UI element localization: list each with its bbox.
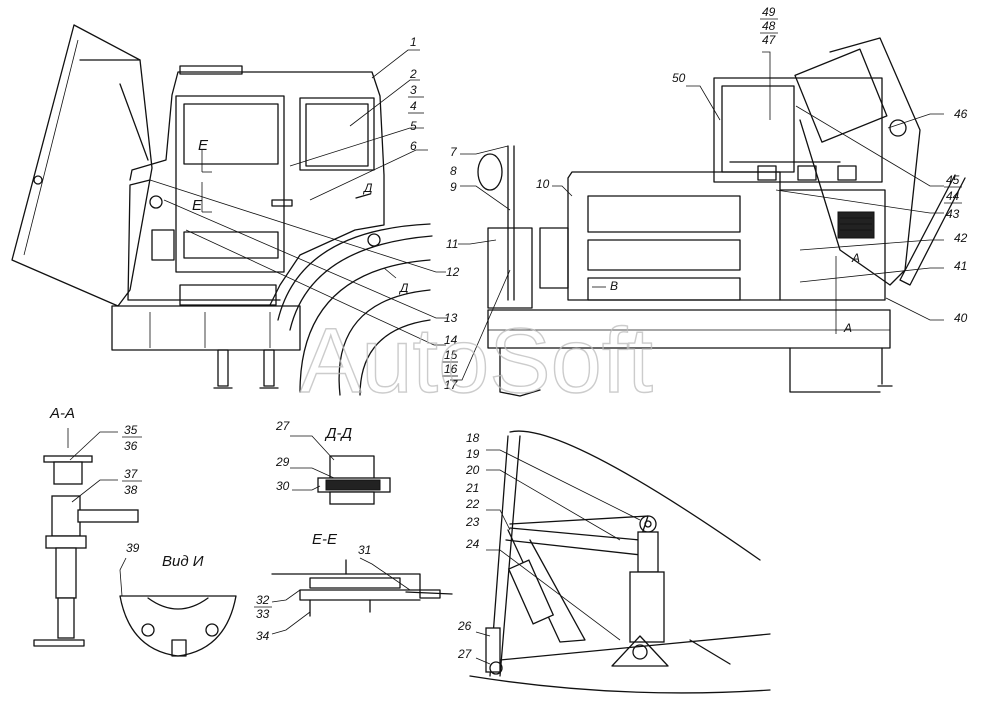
section-ee-title: Е-Е	[312, 531, 338, 548]
callout-8: 8	[450, 164, 457, 178]
marker-e-upper: Е	[198, 137, 209, 154]
callout-17: 17	[444, 378, 459, 392]
callout-40: 40	[954, 311, 968, 325]
callout-15: 15	[444, 348, 458, 362]
callout-44: 44	[946, 189, 960, 203]
callout-18: 18	[466, 431, 480, 445]
callout-43: 43	[946, 207, 960, 221]
callout-45: 45	[946, 173, 960, 187]
view-i: Вид И	[119, 553, 237, 657]
section-dd-title: Д-Д	[324, 425, 353, 442]
tilt-mechanism	[469, 430, 771, 694]
callout-33: 33	[256, 607, 270, 621]
callout-labels: 1 2 3 4 5 6 7 8 9 10 11 12 13 14 15 16 1…	[122, 5, 968, 661]
callout-41: 41	[954, 259, 967, 273]
callout-29: 29	[275, 455, 290, 469]
callout-22: 22	[465, 497, 480, 511]
callout-13: 13	[444, 311, 458, 325]
callout-47: 47	[762, 33, 777, 47]
callout-31: 31	[358, 543, 371, 557]
callout-12: 12	[446, 265, 460, 279]
callout-30: 30	[276, 479, 290, 493]
marker-v: В	[610, 279, 618, 293]
callout-34: 34	[256, 629, 270, 643]
section-d-d: Д-Д	[317, 425, 391, 505]
view-i-title: Вид И	[162, 553, 204, 570]
section-aa-title: А-А	[49, 405, 75, 422]
callout-37: 37	[124, 467, 139, 481]
callout-36: 36	[124, 439, 138, 453]
watermark-text: AutoSoft	[300, 310, 653, 412]
callout-35: 35	[124, 423, 138, 437]
callout-42: 42	[954, 231, 968, 245]
callout-7: 7	[450, 145, 458, 159]
callout-5: 5	[410, 119, 417, 133]
callout-26: 26	[457, 619, 472, 633]
callout-27: 27	[275, 419, 291, 433]
callout-16: 16	[444, 362, 458, 376]
callout-11: 11	[446, 237, 458, 251]
callout-6: 6	[410, 139, 417, 153]
callout-14: 14	[444, 333, 458, 347]
truck-body-view: А А В	[477, 37, 966, 397]
callout-20: 20	[465, 463, 480, 477]
callout-10: 10	[536, 177, 550, 191]
callout-4: 4	[410, 99, 417, 113]
callout-1: 1	[410, 35, 417, 49]
callout-19: 19	[466, 447, 480, 461]
marker-d-lower: Д	[398, 281, 409, 295]
callout-leaders	[69, 49, 944, 665]
callout-27b: 27	[457, 647, 473, 661]
callout-23: 23	[465, 515, 480, 529]
marker-a-upper: А	[851, 251, 860, 265]
callout-32: 32	[256, 593, 270, 607]
marker-e-lower: Е	[192, 197, 203, 214]
callout-50: 50	[672, 71, 686, 85]
callout-24: 24	[465, 537, 480, 551]
marker-a-lower: А	[843, 321, 852, 335]
callout-2: 2	[409, 67, 417, 81]
callout-48: 48	[762, 19, 776, 33]
callout-21: 21	[465, 481, 479, 495]
callout-3: 3	[410, 83, 417, 97]
truck-cab-view: Е Е Д Д	[11, 24, 433, 396]
marker-d-upper: Д	[362, 181, 373, 195]
callout-46: 46	[954, 107, 968, 121]
section-a-a: А-А	[33, 405, 139, 647]
callout-9: 9	[450, 180, 457, 194]
callout-49: 49	[762, 5, 776, 19]
callout-39: 39	[126, 541, 140, 555]
callout-38: 38	[124, 483, 138, 497]
